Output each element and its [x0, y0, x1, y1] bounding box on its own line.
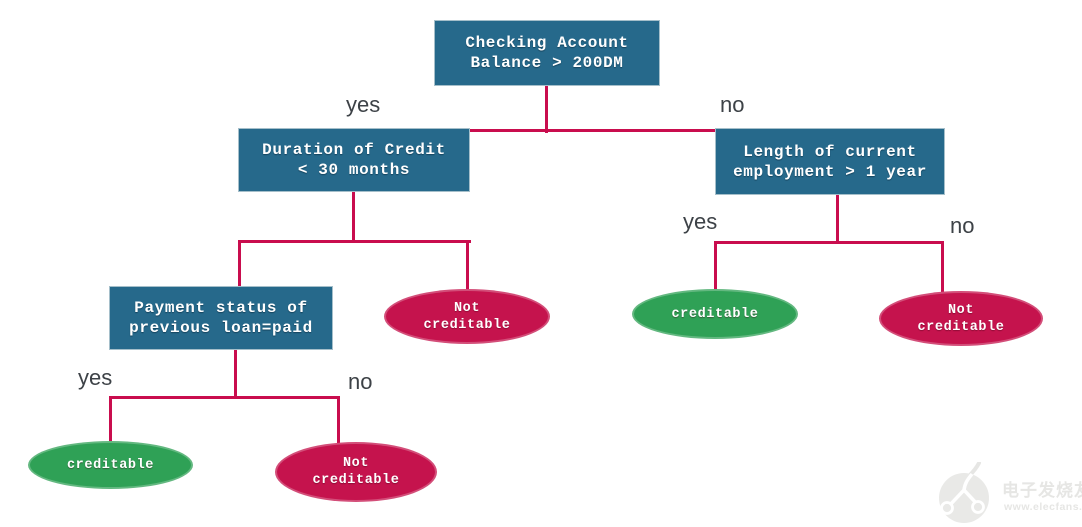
leaf-not-creditable-payment: Not creditable — [275, 442, 437, 502]
branch-label-no-employment: no — [950, 213, 975, 238]
edge-employment-no-drop — [941, 241, 944, 295]
branch-label-yes-payment: yes — [78, 365, 113, 390]
node-payment-status: Payment status of previous loan=paid — [109, 286, 333, 350]
edge-employment-branch — [714, 241, 944, 244]
leaf-creditable-payment: creditable — [28, 441, 193, 489]
node-length-of-employment: Length of current employment > 1 year — [715, 128, 945, 195]
branch-label-yes-employment: yes — [683, 209, 718, 234]
edge-employment-drop — [836, 192, 839, 244]
edge-root-branch — [462, 129, 722, 132]
edge-employment-yes-drop — [714, 241, 717, 292]
edge-duration-branch — [238, 240, 471, 243]
edge-root-drop — [545, 85, 548, 133]
branch-label-yes-root: yes — [346, 92, 381, 117]
watermark-brand-text: 电子发烧友 — [1002, 481, 1082, 500]
leaf-not-creditable-duration: Not creditable — [384, 289, 550, 344]
elecfans-logo-icon — [939, 462, 989, 523]
edge-duration-no-drop — [466, 240, 469, 293]
leaf-creditable-employment: creditable — [632, 289, 798, 339]
edge-duration-yes-drop — [238, 240, 241, 290]
edge-payment-yes-drop — [109, 396, 112, 446]
edge-duration-drop — [352, 190, 355, 243]
node-duration-of-credit: Duration of Credit < 30 months — [238, 128, 470, 192]
edge-payment-no-drop — [337, 396, 340, 446]
watermark-url-text: www.elecfans.com — [1004, 501, 1082, 513]
edge-payment-branch — [109, 396, 340, 399]
node-checking-account-balance: Checking Account Balance > 200DM — [434, 20, 660, 86]
branch-label-no-root: no — [720, 92, 745, 117]
edge-payment-drop — [234, 348, 237, 399]
leaf-not-creditable-employment: Not creditable — [879, 291, 1043, 346]
branch-label-no-payment: no — [348, 369, 373, 394]
